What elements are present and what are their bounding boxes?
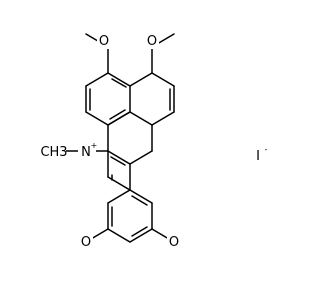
svg-text:O: O [147,34,157,49]
svg-text:O: O [169,235,179,250]
svg-text:O: O [99,34,109,49]
methyl-group: CH3 [40,143,68,160]
iodide-charge: - [265,145,268,154]
bond-lines [63,33,175,243]
nitrogen-atom: N + [78,141,97,160]
svg-text:I: I [256,149,260,164]
svg-text:N: N [81,145,91,160]
oxygen-top-right-atom: O [145,33,159,49]
oxygen-bottom-left-atom: O [79,234,93,250]
oxygen-bottom-right-atom: O [167,234,181,250]
iodide-counter-ion: I - [256,145,267,164]
svg-text:CH3: CH3 [40,145,67,160]
svg-text:O: O [81,235,91,250]
molecule-structure: O O N + CH3 O O I - [40,33,268,250]
oxygen-top-left-atom: O [97,33,111,49]
nitrogen-charge: + [91,141,98,150]
